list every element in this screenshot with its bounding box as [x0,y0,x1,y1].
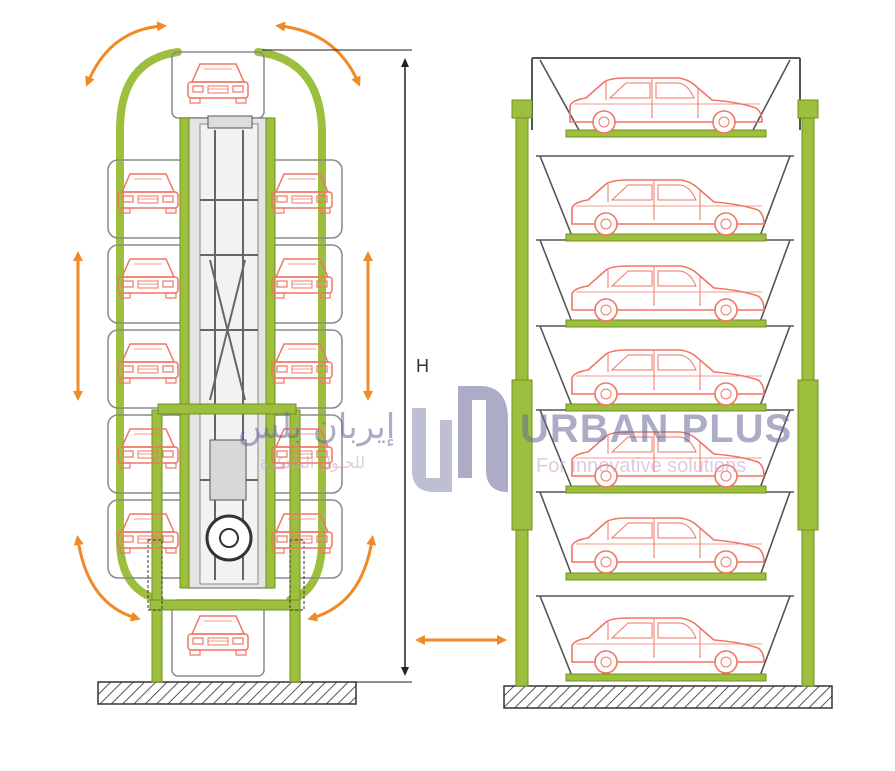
car-front-icon [117,343,179,384]
car-side-icon [571,179,765,236]
urban-plus-watermark: URBAN PLUS For innovative solutions إيرب… [238,386,792,492]
car-icons-side [569,77,765,674]
watermark-tagline: For innovative solutions [536,455,746,477]
car-side-icon [571,349,765,406]
car-front-icon [117,173,179,214]
car-side-icon [571,617,765,674]
side-pallets [536,59,794,682]
car-side-icon [571,517,765,574]
car-front-icon [187,615,249,656]
drive-motor [205,514,253,562]
side-view [503,57,833,709]
drive-tower [185,115,273,589]
ground-left [97,681,357,705]
car-side-icon [571,265,765,322]
curved-double-arrow-icon [85,21,167,87]
support-columns [149,117,301,683]
height-dimension: H [262,49,429,683]
rotation-arrows [73,21,377,622]
curved-double-arrow-icon [307,535,377,622]
car-front-icon [187,63,249,104]
car-front-icon [117,258,179,299]
curved-double-arrow-icon [275,21,361,87]
watermark-arabic-tagline: للحلول المبتكرة [260,453,365,473]
car-side-icon [569,77,763,134]
urban-plus-logo-icon [412,386,508,492]
car-front-icon [117,428,179,469]
watermark-arabic-name: إيربان بلس [238,407,395,447]
front-view [73,21,377,705]
watermark-brand-name: URBAN PLUS [520,407,792,451]
side-columns [511,99,819,687]
curved-double-arrow-icon [73,535,141,622]
ground-right [503,685,833,709]
height-label: H [416,356,429,376]
